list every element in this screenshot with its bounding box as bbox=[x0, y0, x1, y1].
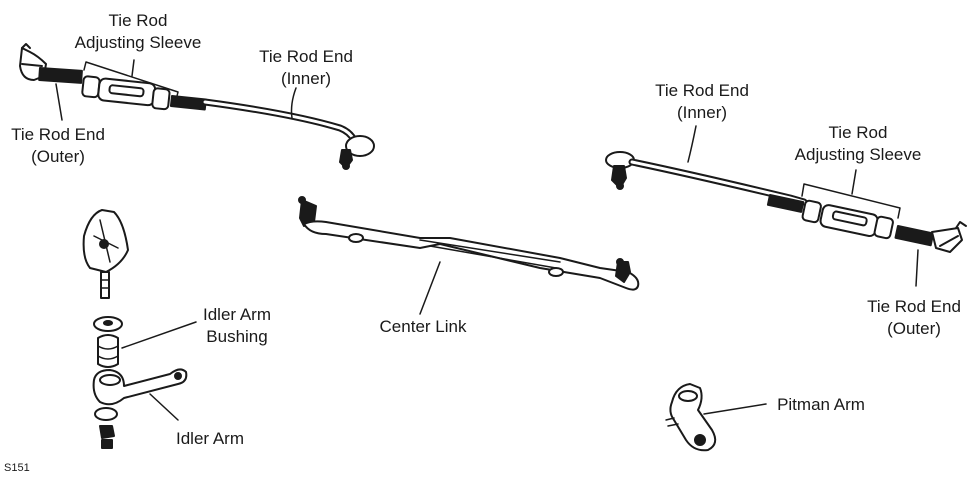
label-idler-arm-bushing: Idler Arm Bushing bbox=[202, 305, 272, 346]
idler-arm-washer bbox=[93, 316, 123, 332]
label-left-inner-tie-rod-end: Tie Rod End (Inner) bbox=[259, 47, 353, 88]
right-outer-leader bbox=[915, 249, 919, 287]
label-pitman-arm: Pitman Arm bbox=[777, 395, 865, 414]
idler-arm-part bbox=[92, 368, 188, 406]
right-adjusting-sleeve bbox=[801, 199, 894, 240]
label-left-outer-tie-rod-end: Tie Rod End (Outer) bbox=[11, 125, 105, 166]
idler-arm-bracket bbox=[82, 209, 129, 299]
label-right-adjusting-sleeve: Tie Rod Adjusting Sleeve bbox=[794, 123, 922, 164]
label-right-outer-tie-rod-end: Tie Rod End (Outer) bbox=[867, 297, 961, 338]
figure-code: S151 bbox=[4, 462, 30, 474]
left-adjusting-sleeve bbox=[81, 75, 207, 111]
label-left-adjusting-sleeve: Tie Rod Adjusting Sleeve bbox=[74, 11, 202, 52]
right-inner-tie-rod bbox=[628, 158, 808, 213]
center-link bbox=[298, 196, 640, 291]
left-outer-leader bbox=[55, 83, 63, 121]
right-sleeve-bracket bbox=[801, 169, 901, 219]
left-inner-leader bbox=[290, 87, 297, 119]
right-inner-leader bbox=[687, 125, 697, 163]
pitman-arm-leader bbox=[703, 403, 767, 415]
idler-bushing-leader bbox=[121, 321, 197, 349]
center-link-leader bbox=[419, 261, 441, 315]
pitman-arm-part bbox=[665, 383, 717, 452]
idler-arm-nut-stack bbox=[94, 407, 118, 449]
label-idler-arm: Idler Arm bbox=[175, 429, 245, 448]
right-inner-tie-rod-end bbox=[605, 151, 635, 190]
left-inner-tie-rod-end bbox=[339, 135, 375, 170]
left-outer-tie-rod-end bbox=[19, 43, 83, 84]
label-center-link: Center Link bbox=[379, 317, 467, 336]
right-outer-tie-rod-end bbox=[894, 221, 967, 253]
idler-arm-bushing-part bbox=[97, 334, 119, 368]
left-inner-tie-rod bbox=[201, 98, 358, 144]
left-sleeve-bracket bbox=[83, 59, 179, 101]
label-right-inner-tie-rod-end: Tie Rod End (Inner) bbox=[655, 81, 749, 122]
idler-arm-leader bbox=[149, 393, 179, 421]
